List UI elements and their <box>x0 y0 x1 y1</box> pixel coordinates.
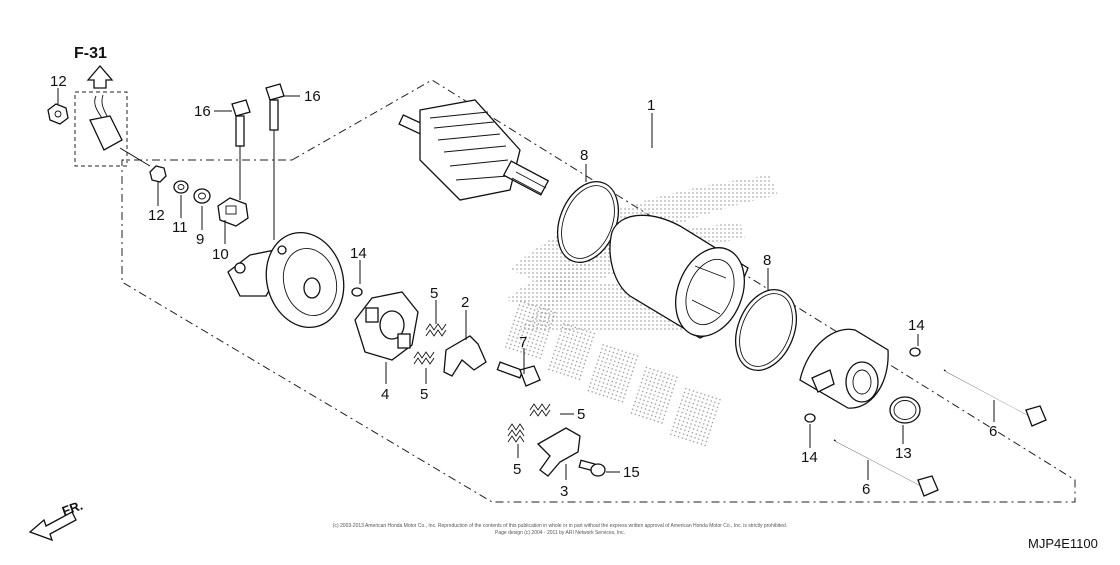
terminal-boot <box>89 115 123 151</box>
callout-8-b: 8 <box>763 252 771 269</box>
bolt-16-left <box>231 99 251 200</box>
callout-10: 10 <box>212 246 229 263</box>
callout-3: 3 <box>560 483 568 500</box>
callout-12-a: 12 <box>50 73 67 90</box>
washer-11 <box>173 180 189 194</box>
diagram-code: MJP4E1100 <box>1028 536 1098 551</box>
leader-lines <box>57 88 995 480</box>
copyright-line-2: Page design (c) 2004 - 2011 by ARI Netwo… <box>495 530 625 536</box>
washer-14-left <box>351 287 363 297</box>
callout-16-b: 16 <box>304 88 321 105</box>
nut-12-upper <box>47 103 69 125</box>
callout-8-a: 8 <box>580 147 588 164</box>
armature <box>398 99 550 201</box>
insulator-10 <box>217 197 249 227</box>
copyright-line-1: (c) 2003-2013 American Honda Motor Co., … <box>333 523 787 529</box>
callout-15: 15 <box>623 464 640 481</box>
reference-arrow-icon <box>86 65 114 89</box>
washer-14-lower <box>804 413 816 423</box>
rear-cover <box>799 328 889 409</box>
callout-13: 13 <box>895 445 912 462</box>
callout-1: 1 <box>647 97 655 114</box>
bolt-16-right <box>265 83 285 240</box>
callout-5-c: 5 <box>577 406 585 423</box>
long-bolt-6-upper <box>943 368 1047 427</box>
callout-6-a: 6 <box>989 423 997 440</box>
brush-3 <box>536 427 581 477</box>
callout-5-a: 5 <box>430 285 438 302</box>
washer-14-right <box>909 347 921 357</box>
spring-5-b <box>413 351 435 365</box>
assembly-outline <box>121 79 1076 503</box>
callout-7: 7 <box>519 334 527 351</box>
long-bolt-6-lower <box>833 438 939 497</box>
front-direction-label: FR. <box>60 498 85 519</box>
callout-4: 4 <box>381 386 389 403</box>
front-direction-arrow-icon <box>28 511 77 542</box>
terminal-bolt-7 <box>496 361 541 387</box>
brush-2 <box>443 335 487 377</box>
spring-5-d <box>507 423 525 443</box>
connector-wire <box>94 95 103 119</box>
callout-2: 2 <box>461 294 469 311</box>
callout-14-c: 14 <box>801 449 818 466</box>
front-cover <box>227 231 345 329</box>
callout-14-a: 14 <box>350 245 367 262</box>
callout-11: 11 <box>172 219 188 236</box>
nut-12-lower <box>149 165 167 183</box>
callout-6-b: 6 <box>862 481 870 498</box>
o-ring-8-rear <box>734 289 798 371</box>
screw-15 <box>578 459 606 477</box>
callout-5-b: 5 <box>420 386 428 403</box>
callout-5-d: 5 <box>513 461 521 478</box>
reference-label: F-31 <box>74 45 107 62</box>
callout-14-b: 14 <box>908 317 925 334</box>
spring-5-c <box>529 403 551 417</box>
callout-9: 9 <box>196 231 204 248</box>
spring-5-a <box>425 323 447 337</box>
brush-holder-4 <box>354 291 419 361</box>
callout-16-a: 16 <box>194 103 211 120</box>
o-ring-9 <box>193 188 211 204</box>
callout-12-b: 12 <box>148 207 165 224</box>
yoke <box>609 214 749 339</box>
